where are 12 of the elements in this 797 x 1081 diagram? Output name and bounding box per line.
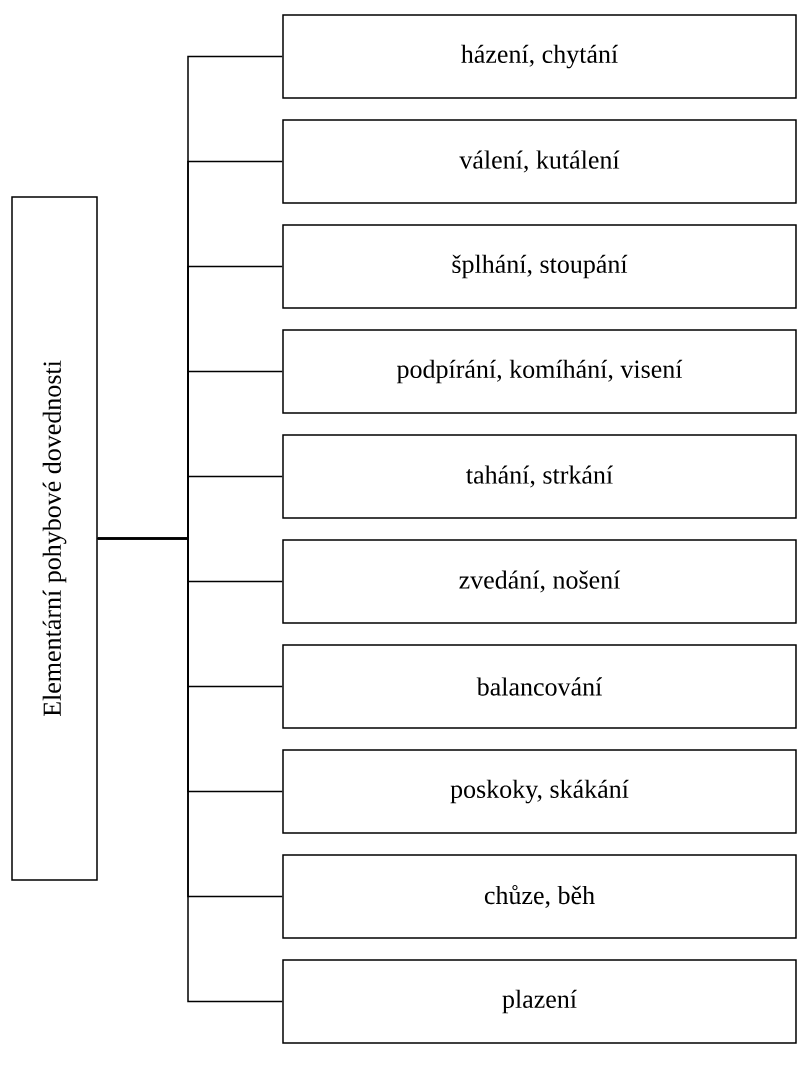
category-box: Elementární pohybové dovednosti [11,196,98,881]
skill-box: podpírání, komíhání, visení [282,329,797,414]
skill-box: tahání, strkání [282,434,797,519]
skill-box: balancování [282,644,797,729]
skill-box: válení, kutálení [282,119,797,204]
connector-line [97,537,283,1003]
skill-box: poskoky, skákání [282,749,797,834]
skill-box: zvedání, nošení [282,539,797,624]
skill-box: házení, chytání [282,14,797,99]
skill-box: plazení [282,959,797,1044]
skill-box: šplhání, stoupání [282,224,797,309]
skill-box: chůze, běh [282,854,797,939]
